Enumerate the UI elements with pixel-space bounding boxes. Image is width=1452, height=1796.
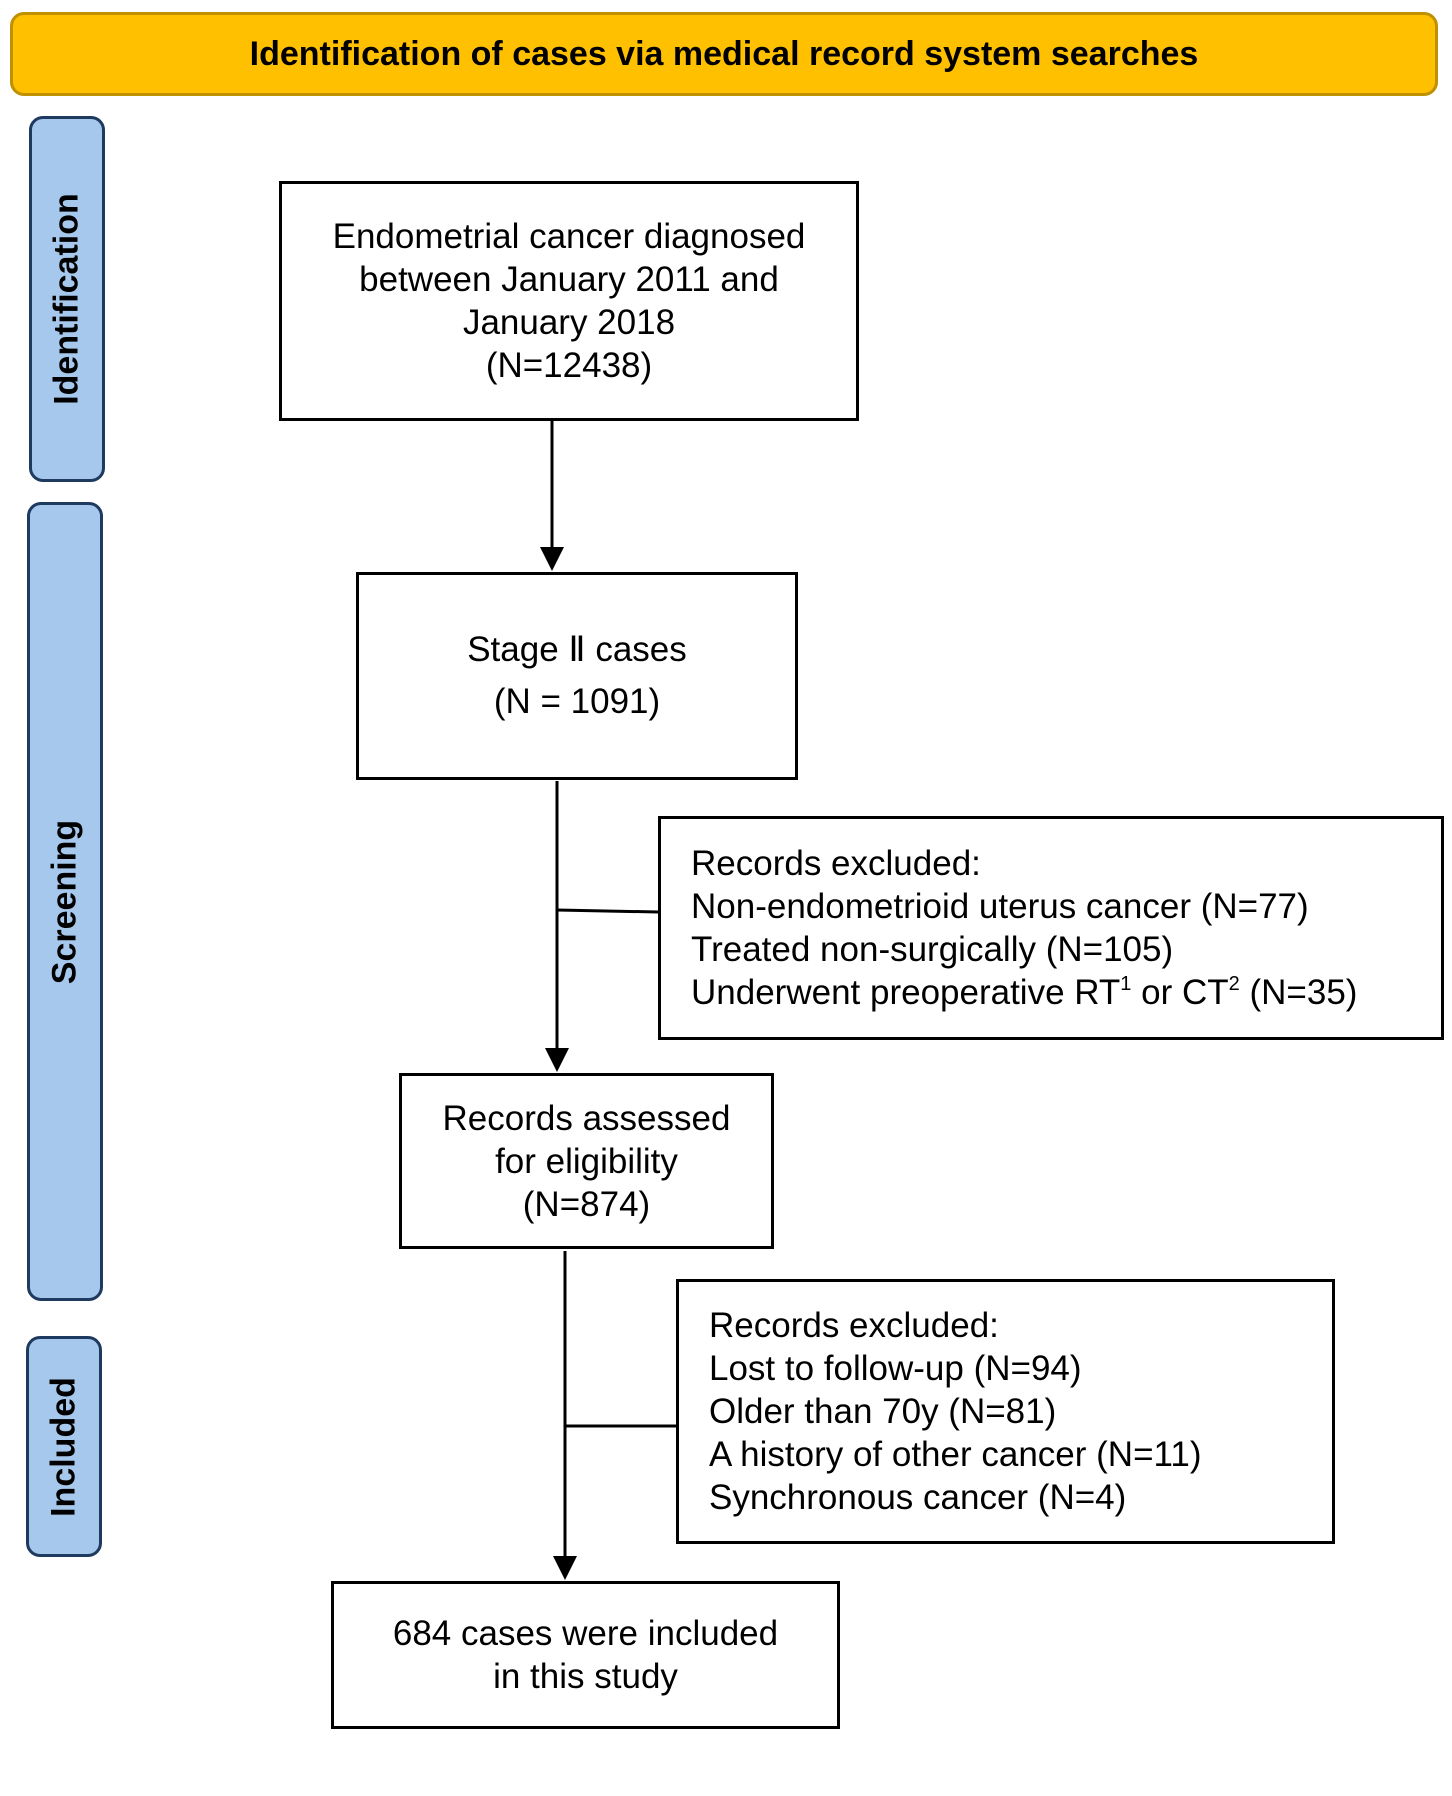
assessed-line-1: Records assessed [442, 1098, 731, 1138]
diagnosed-box: Endometrial cancer diagnosed between Jan… [279, 181, 859, 421]
excluded1-item-2: Treated non-surgically (N=105) [691, 930, 1174, 969]
excluded2-title: Records excluded: [709, 1306, 999, 1345]
arrowhead-assessed [545, 1048, 569, 1072]
diagnosed-line-2: between January 2011 and [359, 260, 779, 299]
diagnosed-line-3: January 2018 [462, 303, 676, 342]
excluded1-item-1: Non-endometrioid uterus cancer (N=77) [691, 887, 1309, 926]
excluded1-item-3-middle: or CT [1131, 973, 1229, 1012]
excluded2-item-1: Lost to follow-up (N=94) [709, 1349, 1082, 1388]
assessed-box: Records assessed for eligibility (N=874) [399, 1073, 774, 1249]
excluded1-item-3-suffix: (N=35) [1239, 973, 1358, 1012]
included-line-2: in this study [493, 1657, 678, 1696]
branch-to-excluded1 [556, 908, 659, 914]
phase-identification: Identification [29, 116, 105, 482]
excluded2-item-2: Older than 70y (N=81) [709, 1392, 1057, 1431]
excluded2-item-4: Synchronous cancer (N=4) [709, 1478, 1127, 1517]
stage-box: Stage Ⅱ cases (N = 1091) [356, 572, 798, 780]
footnote-2: 2 [1228, 973, 1240, 995]
phase-screening: Screening [27, 502, 103, 1301]
footnote-1: 1 [1120, 973, 1132, 995]
excluded2-item-3: A history of other cancer (N=11) [709, 1435, 1202, 1474]
arrowhead-stage [540, 547, 564, 571]
assessed-line-2: for eligibility [495, 1141, 678, 1181]
stage-line-1: Stage Ⅱ cases [467, 630, 687, 669]
included-box: 684 cases were included in this study [331, 1581, 840, 1729]
excluded1-item-3-prefix: Underwent preoperative RT [691, 973, 1121, 1012]
diagnosed-line-1: Endometrial cancer diagnosed [332, 217, 806, 256]
diagnosed-count: (N=12438) [485, 346, 653, 385]
assessed-count: (N=874) [522, 1184, 651, 1224]
header-banner: Identification of cases via medical reco… [10, 12, 1438, 96]
header-title: Identification of cases via medical reco… [249, 34, 1199, 73]
arrowhead-included [553, 1556, 577, 1580]
phase-included: Included [26, 1336, 102, 1557]
stage-count: (N = 1091) [493, 682, 661, 721]
excluded2-box: Records excluded: Lost to follow-up (N=9… [676, 1279, 1335, 1544]
excluded1-box: Records excluded: Non-endometrioid uteru… [658, 816, 1444, 1040]
excluded1-title: Records excluded: [691, 844, 981, 883]
excluded1-item-3: Underwent preoperative RT1 or CT2 (N=35) [691, 971, 1441, 1014]
included-line-1: 684 cases were included [392, 1614, 779, 1653]
